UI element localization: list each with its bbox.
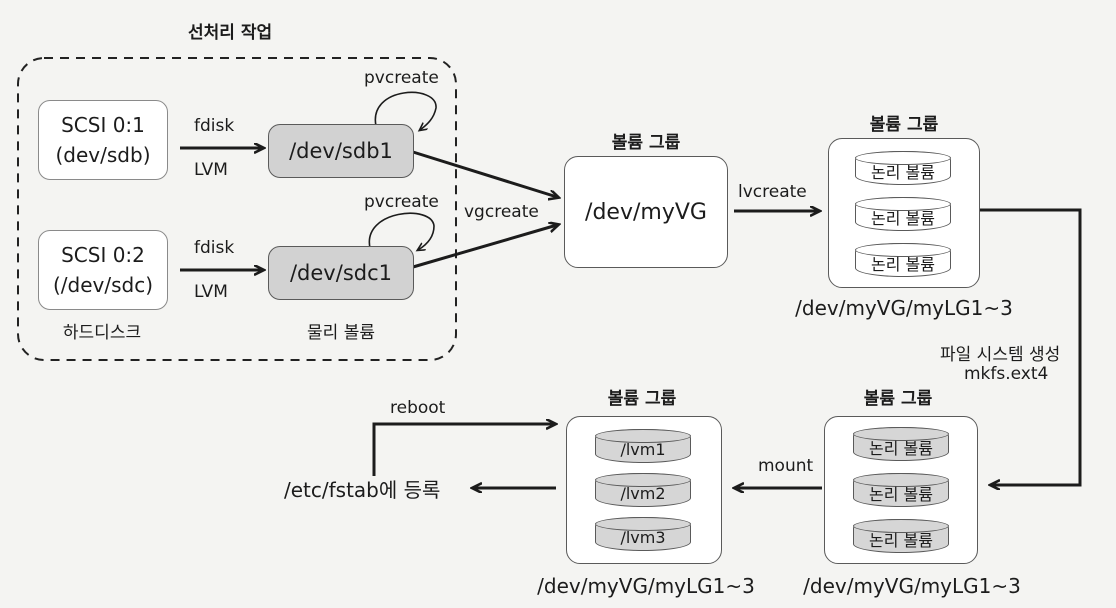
preprocess-title: 선처리 작업 xyxy=(188,23,273,43)
fdisk-label-1: fdisk xyxy=(194,116,235,136)
pvcreate-label-2: pvcreate xyxy=(364,192,439,212)
mount-point-lvm2: /lvm2 xyxy=(594,472,691,507)
reboot-label: reboot xyxy=(390,398,446,418)
mounted-group-title: 볼륨 그룹 xyxy=(607,389,677,409)
vg-title: 볼륨 그룹 xyxy=(611,133,681,153)
mount-logical-volume-1-label: 논리 볼륨 xyxy=(869,439,933,458)
vgcreate-arrow-2 xyxy=(412,225,557,269)
logical-volume-1-label: 논리 볼륨 xyxy=(871,163,935,182)
hard-disk-1-device: (dev/sdb) xyxy=(55,143,151,167)
physical-volume-sdc1: /dev/sdc1 xyxy=(268,246,414,300)
fstab-label: /etc/fstab에 등록 xyxy=(284,478,441,502)
logical-volume-3-label: 논리 볼륨 xyxy=(871,255,935,274)
mount-point-lvm1-label: /lvm1 xyxy=(620,439,666,459)
vgcreate-arrow-1 xyxy=(412,150,557,197)
mkfs-arrow xyxy=(974,208,1082,485)
mount-point-lvm1: /lvm1 xyxy=(594,428,691,463)
hard-disk-caption: 하드디스크 xyxy=(62,323,142,343)
vgcreate-label: vgcreate xyxy=(464,202,539,222)
pvcreate-label-1: pvcreate xyxy=(364,68,439,88)
hard-disk-1: SCSI 0:1 (dev/sdb) xyxy=(38,100,168,180)
lv-group-path: /dev/myVG/myLG1~3 xyxy=(795,296,1013,320)
hard-disk-2: SCSI 0:2 (/dev/sdc) xyxy=(38,230,168,310)
mount-group-path: /dev/myVG/myLG1~3 xyxy=(803,574,1021,598)
hard-disk-2-device: (/dev/sdc) xyxy=(52,273,154,297)
fdisk-label-2: fdisk xyxy=(194,238,235,258)
mount-point-lvm2-label: /lvm2 xyxy=(620,483,666,503)
mount-label: mount xyxy=(758,456,814,476)
physical-volume-sdc1-label: /dev/sdc1 xyxy=(289,261,392,285)
volume-group-device: /dev/myVG xyxy=(585,199,707,225)
lvm-label-1: LVM xyxy=(194,160,228,180)
hard-disk-1-name: SCSI 0:1 xyxy=(61,113,145,137)
mkfs-label: mkfs.ext4 xyxy=(964,364,1049,384)
mount-point-lvm3: /lvm3 xyxy=(594,516,691,551)
lvcreate-label: lvcreate xyxy=(738,182,807,202)
logical-volume-group-box: 논리 볼륨 논리 볼륨 논리 볼륨 xyxy=(828,138,980,288)
physical-volume-sdb1: /dev/sdb1 xyxy=(268,124,414,178)
mount-group-title: 볼륨 그룹 xyxy=(863,389,933,409)
logical-volume-3: 논리 볼륨 xyxy=(854,242,951,277)
mount-logical-volume-1: 논리 볼륨 xyxy=(852,426,949,461)
pvcreate-loop-1 xyxy=(374,91,437,130)
mount-logical-volume-3-label: 논리 볼륨 xyxy=(869,531,933,550)
mount-logical-volume-3: 논리 볼륨 xyxy=(852,518,949,553)
hard-disk-2-name: SCSI 0:2 xyxy=(61,243,145,267)
mount-logical-volume-2: 논리 볼륨 xyxy=(852,472,949,507)
logical-volume-2-label: 논리 볼륨 xyxy=(871,209,935,228)
lv-group-title: 볼륨 그룹 xyxy=(869,115,939,135)
preprocess-dashed-frame xyxy=(17,57,457,361)
mount-logical-volume-2-label: 논리 볼륨 xyxy=(869,485,933,504)
volume-group-box: /dev/myVG xyxy=(564,156,728,268)
lvm-label-2: LVM xyxy=(194,282,228,302)
reboot-arrow xyxy=(372,424,554,476)
physical-volume-sdb1-label: /dev/sdb1 xyxy=(289,139,393,163)
physical-volume-caption: 물리 볼륨 xyxy=(307,323,375,343)
mounted-group-path: /dev/myVG/myLG1~3 xyxy=(537,574,755,598)
logical-volume-1: 논리 볼륨 xyxy=(854,150,951,185)
pvcreate-loop-2 xyxy=(368,212,435,250)
mount-group-box: 논리 볼륨 논리 볼륨 논리 볼륨 xyxy=(824,416,978,564)
mount-point-lvm3-label: /lvm3 xyxy=(620,527,666,547)
filesystem-create-label: 파일 시스템 생성 xyxy=(940,345,1061,365)
mounted-group-box: /lvm1 /lvm2 /lvm3 xyxy=(566,416,722,564)
logical-volume-2: 논리 볼륨 xyxy=(854,196,951,231)
